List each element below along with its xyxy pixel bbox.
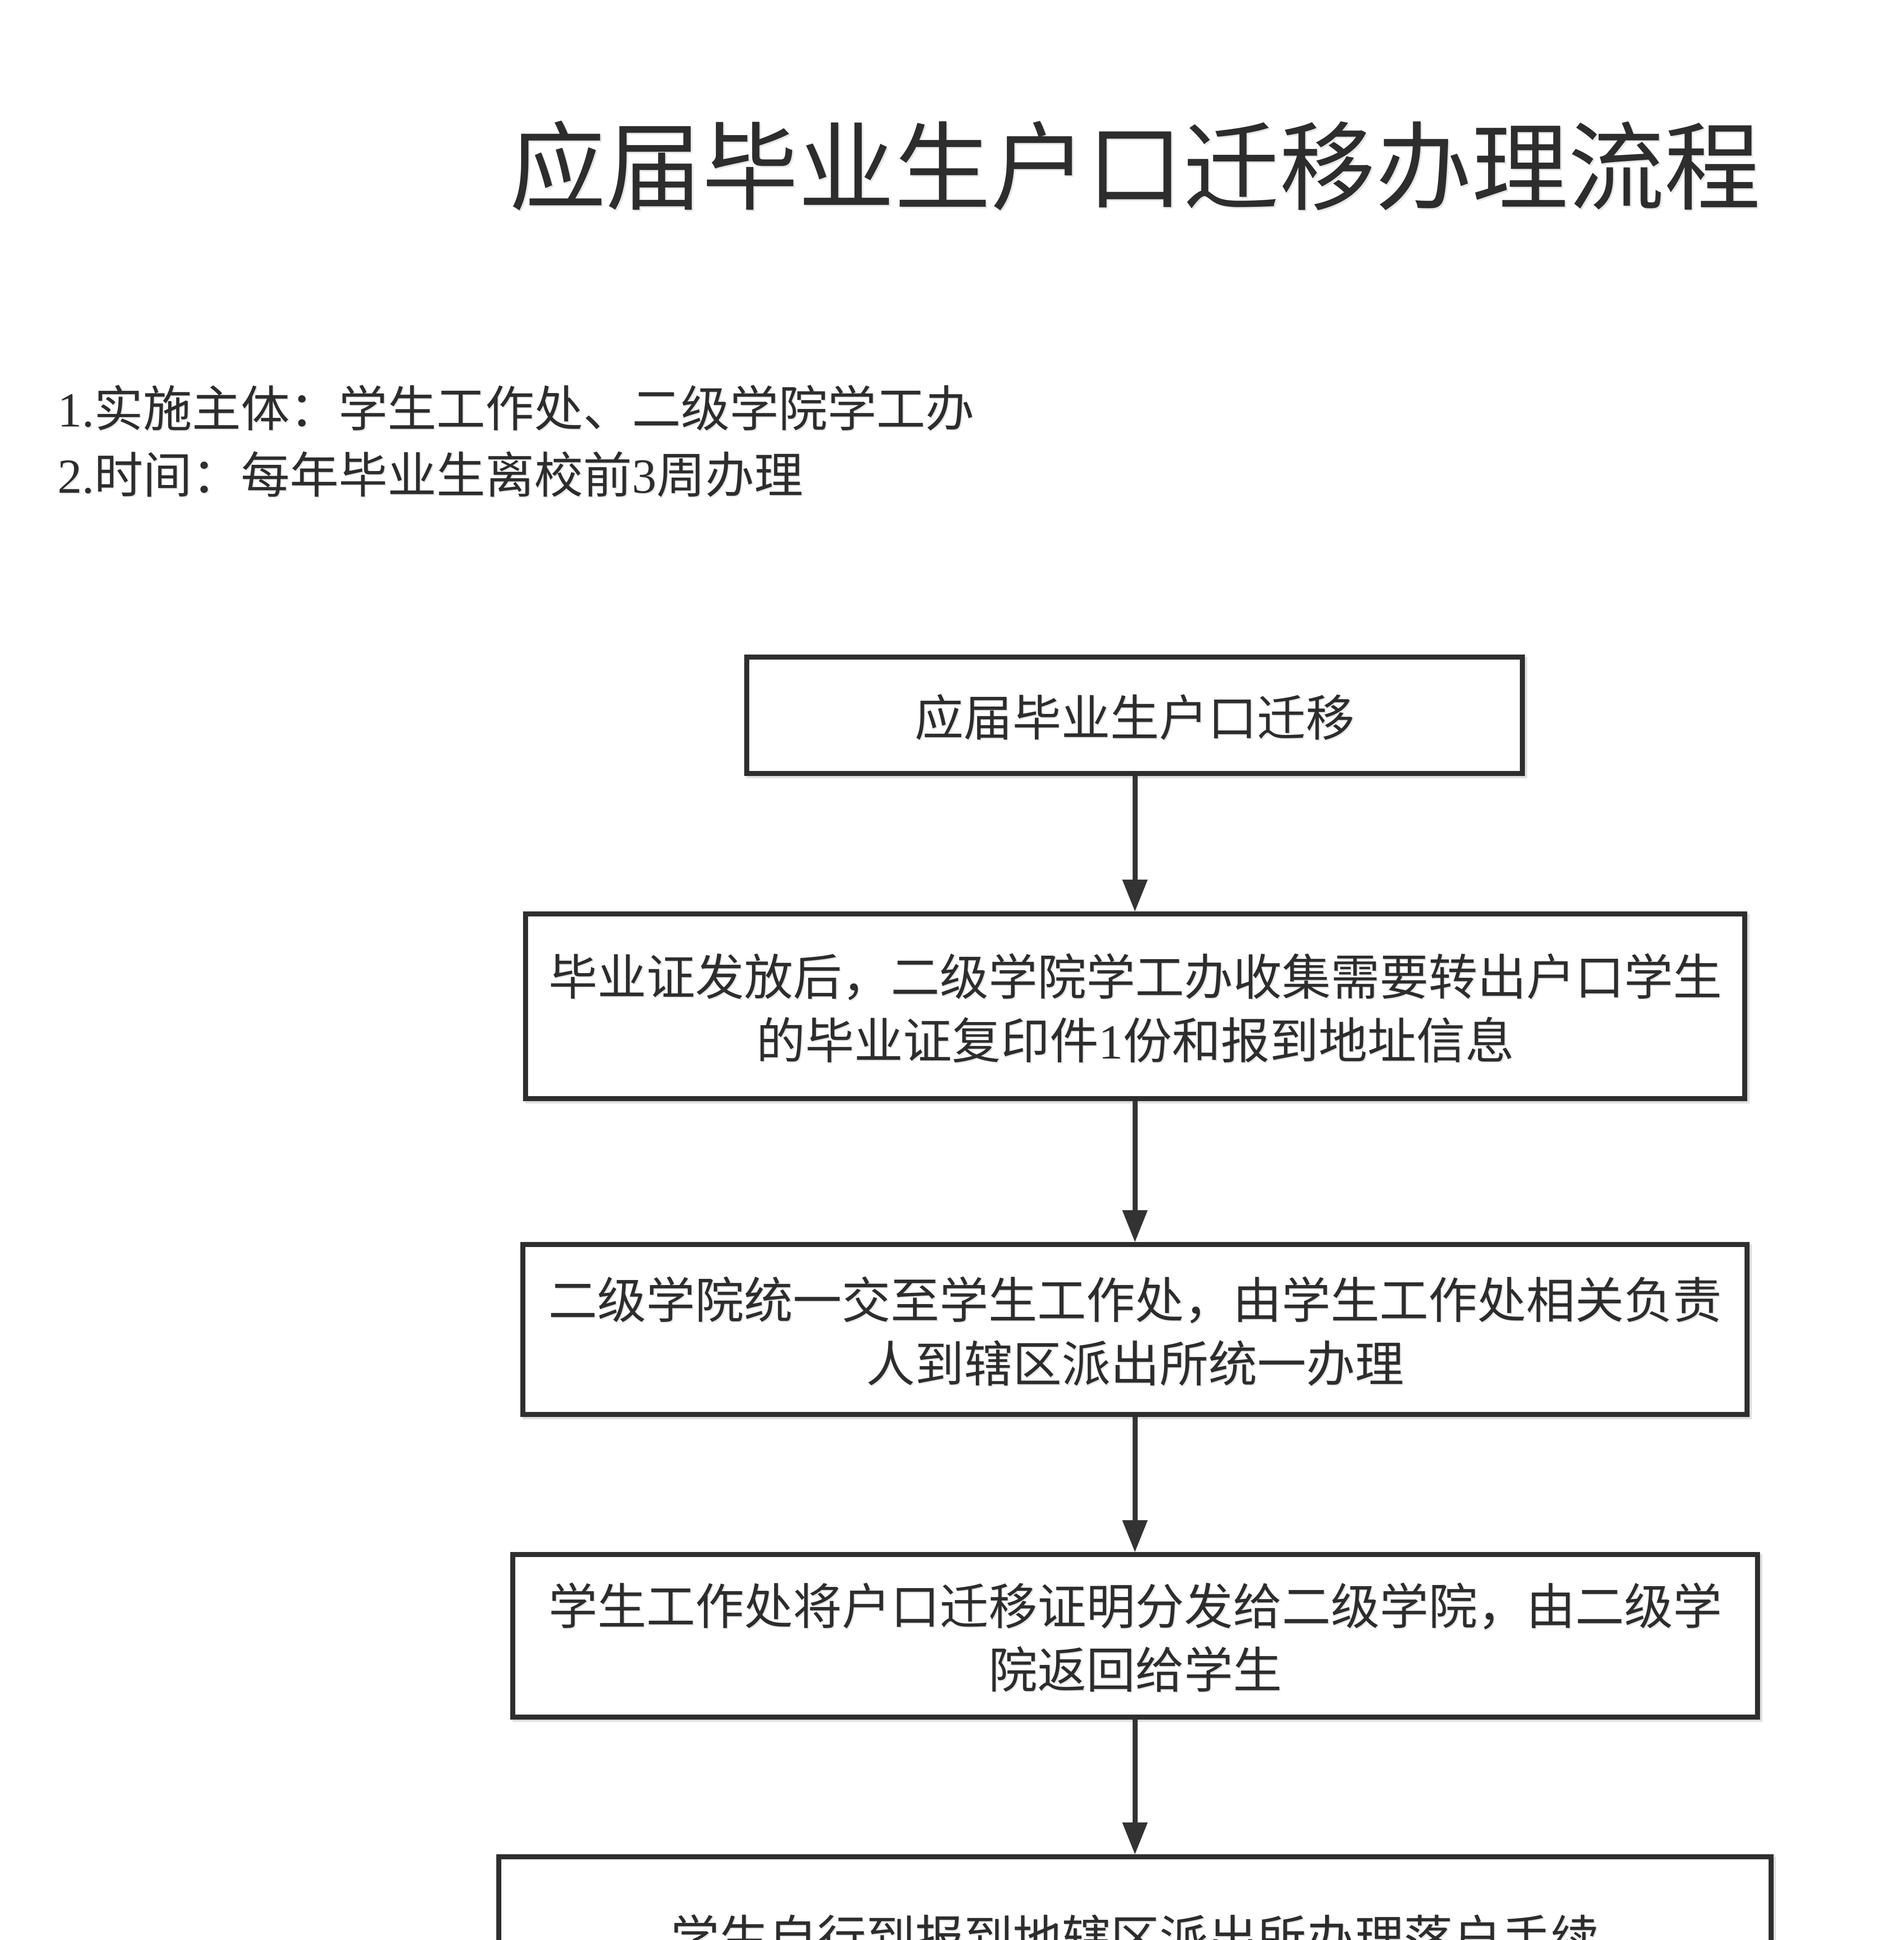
arrow-head	[1122, 1210, 1148, 1242]
node-text-line: 应届毕业生户口迁移	[915, 692, 1355, 747]
node-text-line: 院返回给学生	[988, 1645, 1282, 1699]
note-line-1: 1.实施主体：学生工作处、二级学院学工办	[57, 383, 974, 437]
arrow-shaft	[1132, 1101, 1138, 1210]
flow-node-submit-to-office: 二级学院统一交至学生工作处，由学生工作处相关负责 人到辖区派出所统一办理	[520, 1242, 1750, 1417]
arrow-head	[1122, 1822, 1148, 1854]
arrow-head	[1122, 880, 1148, 911]
node-text-line: 学生工作处将户口迁移证明分发给二级学院，由二级学	[548, 1581, 1722, 1635]
arrow-shaft	[1132, 776, 1138, 880]
node-text-line: 人到辖区派出所统一办理	[866, 1338, 1404, 1393]
note-line-2: 2.时间：每年毕业生离校前3周办理	[57, 450, 803, 504]
down-arrow-icon	[1122, 1417, 1148, 1552]
flow-node-distribute-certificates: 学生工作处将户口迁移证明分发给二级学院，由二级学 院返回给学生	[510, 1552, 1760, 1720]
flow-node-final-settlement: 学生自行到报到地辖区派出所办理落户手续	[496, 1854, 1774, 1940]
node-text-line: 学生自行到报到地辖区派出所办理落户手续	[670, 1913, 1599, 1940]
page-title: 应届毕业生户口迁移办理流程	[509, 116, 1760, 223]
down-arrow-icon	[1122, 776, 1148, 911]
arrow-shaft	[1132, 1720, 1138, 1822]
arrow-head	[1122, 1520, 1148, 1552]
node-text-line: 二级学院统一交至学生工作处，由学生工作处相关负责	[548, 1275, 1722, 1329]
node-text-line: 毕业证发放后，二级学院学工办收集需要转出户口学生	[548, 951, 1722, 1006]
flow-node-collect-documents: 毕业证发放后，二级学院学工办收集需要转出户口学生 的毕业证复印件1份和报到地址信…	[523, 911, 1747, 1101]
node-text-line: 的毕业证复印件1份和报到地址信息	[756, 1015, 1514, 1069]
down-arrow-icon	[1122, 1101, 1148, 1242]
flow-node-start: 应届毕业生户口迁移	[744, 655, 1525, 776]
down-arrow-icon	[1122, 1720, 1148, 1854]
arrow-shaft	[1132, 1417, 1138, 1520]
notes-block: 1.实施主体：学生工作处、二级学院学工办 2.时间：每年毕业生离校前3周办理	[57, 377, 974, 510]
